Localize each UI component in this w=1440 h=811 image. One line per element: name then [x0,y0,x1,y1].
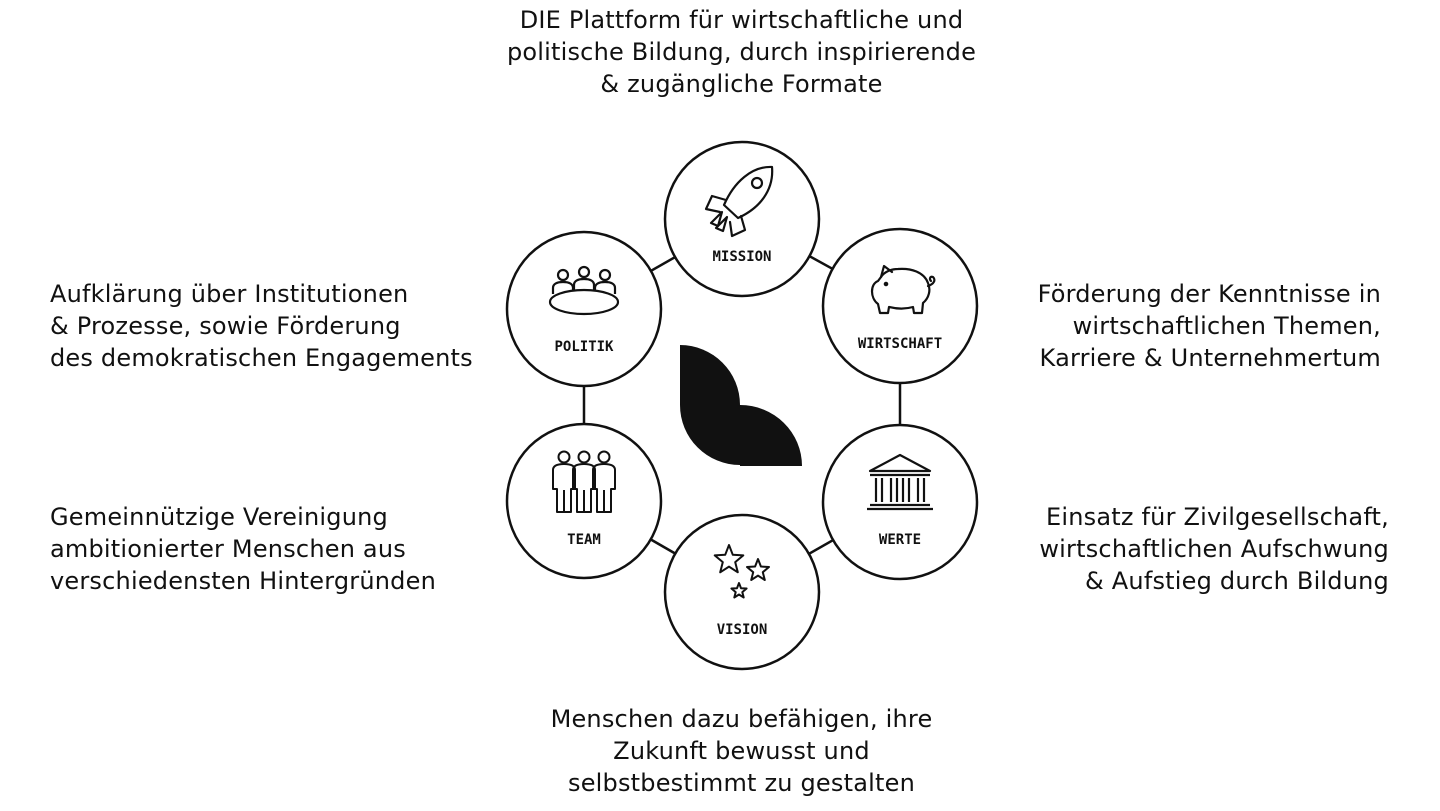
brand-logo-icon [680,345,802,466]
vision-description: Menschen dazu befähigen, ihre Zukunft be… [550,705,933,797]
team-description: Gemeinnützige Vereinigung ambitionierter… [50,503,436,595]
node-wirtschaft-label: WIRTSCHAFT [858,336,942,352]
mission-description: DIE Plattform für wirtschaftliche und po… [506,6,977,98]
node-politik-label: POLITIK [554,339,614,355]
node-mission-label: MISSION [712,249,771,265]
node-wirtschaft-circle [821,227,979,385]
node-politik: POLITIK [505,230,663,388]
wirtschaft-description: Förderung der Kenntnisse in wirtschaftli… [1037,280,1381,372]
stars-icon [713,544,770,599]
node-team: TEAM [505,422,663,580]
node-werte-circle [821,423,979,581]
node-vision: VISION [663,513,821,671]
politik-description: Aufklärung über Institutionen & Prozesse… [50,280,473,372]
round-table-meeting-icon [548,265,620,316]
piggy-bank-icon [870,264,936,315]
node-vision-label: VISION [717,622,768,638]
node-wirtschaft: WIRTSCHAFT [821,227,979,385]
node-werte: WERTE [821,423,979,581]
institution-building-icon [867,453,933,511]
werte-description: Einsatz für Zivilgesellschaft, wirtschaf… [1039,503,1389,595]
node-team-label: TEAM [567,532,601,548]
people-group-icon [552,450,616,513]
rocket-icon [704,165,774,238]
node-werte-label: WERTE [879,532,921,548]
node-mission: MISSION [663,140,821,298]
